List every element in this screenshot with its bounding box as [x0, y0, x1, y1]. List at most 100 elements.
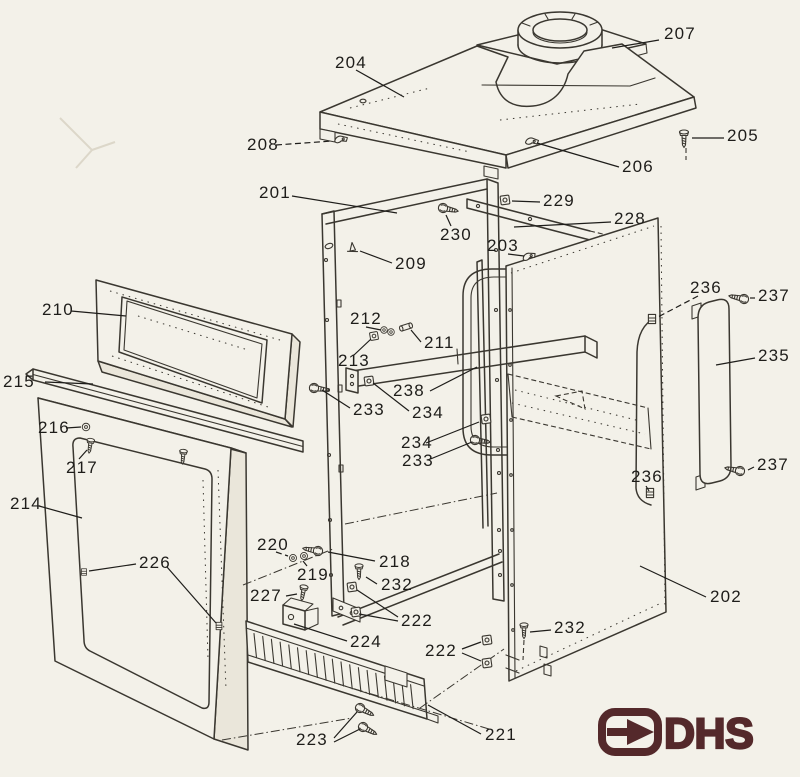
- part-number-text: 222: [401, 611, 433, 630]
- leader-line: [70, 310, 127, 317]
- leader-line: [355, 69, 405, 98]
- part-inner-shelf: [507, 373, 652, 450]
- washer-212b-washer-icon: [387, 328, 395, 336]
- louvre-slat: [296, 647, 301, 673]
- part-label-205: 205: [692, 126, 759, 145]
- part-label-222: 222: [425, 641, 482, 662]
- part-214-front-door: [37, 397, 249, 751]
- part-224-bracket: [282, 597, 319, 631]
- part-number-text: 221: [485, 725, 517, 744]
- part-number-text: 220: [257, 535, 289, 554]
- part-204-top-panel: [319, 43, 697, 180]
- part-number-text: 234: [401, 433, 433, 452]
- leader-line: [425, 421, 480, 444]
- part-label-209: 209: [359, 250, 427, 273]
- part-label-219: 219: [297, 560, 329, 584]
- leader-line: [429, 366, 478, 392]
- part-label-210: 210: [42, 300, 127, 319]
- leader-line: [293, 623, 348, 642]
- part-number-text: 214: [10, 494, 42, 513]
- flue-collar: [517, 11, 603, 64]
- clip-209-flag-clip-icon: [346, 241, 359, 253]
- bar-end-cap: [345, 367, 359, 394]
- part-number-text: 217: [66, 458, 98, 477]
- louvre-slat: [262, 635, 266, 661]
- nut-222b-square-nut-icon: [350, 606, 362, 618]
- part-number-text: 236: [690, 278, 722, 297]
- panel-top-face: [319, 43, 695, 156]
- leader-line: [611, 39, 660, 49]
- leader-line: [645, 485, 650, 492]
- part-number-text: 216: [38, 418, 70, 437]
- leader-line: [511, 200, 541, 203]
- louvre-slat: [410, 684, 414, 710]
- part-label-236: 236: [631, 467, 662, 492]
- part-number-text: 210: [42, 300, 74, 319]
- louvre-slat: [340, 661, 345, 687]
- part-label-233: 233: [321, 389, 384, 419]
- panel-right-face: [505, 96, 697, 169]
- part-number-text: 201: [259, 183, 291, 202]
- part-label-201: 201: [259, 183, 398, 214]
- leader-line: [715, 357, 756, 366]
- leader-line: [359, 250, 393, 264]
- part-number-text: 209: [395, 254, 427, 273]
- part-202-side-panel: [505, 217, 667, 682]
- part-210-control-bezel: [95, 279, 301, 428]
- part-number-text: 234: [412, 403, 444, 422]
- part-label-232: 232: [529, 618, 586, 637]
- part-label-213: 213: [338, 338, 372, 370]
- leader-line: [291, 195, 398, 214]
- louvre-slat: [305, 650, 310, 676]
- clip-208-wing-clip-icon: [333, 134, 349, 144]
- logo-arrow-icon: [607, 719, 654, 745]
- part-number-text: 203: [487, 236, 519, 255]
- leader-line: [461, 652, 482, 662]
- part-label-234: 234: [401, 421, 480, 452]
- leader-line: [365, 576, 378, 585]
- bezel-face: [95, 279, 293, 420]
- clip-236b-u-clip-icon: [645, 487, 655, 499]
- leader-line: [372, 382, 410, 412]
- washer-216-washer-icon: [81, 422, 91, 432]
- screw-223a-screw-h-icon: [353, 701, 377, 720]
- leader-line: [461, 641, 482, 650]
- clip-236a-u-clip-icon: [647, 313, 657, 325]
- leader-line: [445, 214, 452, 227]
- louvre-slat: [331, 658, 336, 684]
- louvre-slat: [323, 655, 327, 681]
- part-label-230: 230: [440, 214, 471, 244]
- leader-line: [358, 613, 399, 622]
- right-post: [486, 178, 505, 602]
- louvre-slat: [270, 638, 275, 664]
- part-number-text: 237: [758, 286, 790, 305]
- leader-line: [166, 566, 217, 624]
- part-number-text: 232: [554, 618, 586, 637]
- panel-face: [505, 217, 667, 682]
- part-number-text: 215: [3, 372, 35, 391]
- leader-line: [507, 253, 525, 257]
- part-label-236: 236: [655, 278, 722, 319]
- leader-line: [536, 142, 620, 168]
- logo-rounded-rect: [598, 708, 662, 756]
- part-label-227: 227: [250, 586, 298, 605]
- washer-220-washer-icon: [289, 554, 297, 562]
- nut-222c-square-nut-icon: [481, 634, 493, 646]
- louvre-slat: [357, 667, 362, 693]
- leader-line: [356, 589, 399, 618]
- part-number-text: 205: [727, 126, 759, 145]
- leader-line: [365, 326, 382, 331]
- part-label-232: 232: [365, 575, 412, 594]
- part-number-text: 222: [425, 641, 457, 660]
- part-label-211: 211: [410, 329, 454, 352]
- part-number-text: 208: [247, 135, 279, 154]
- door-face: [37, 397, 232, 740]
- chamber-profile-outer: [462, 268, 520, 456]
- part-number-text: 219: [297, 565, 329, 584]
- louvre-slat: [366, 669, 371, 696]
- part-label-226: 226: [88, 553, 217, 624]
- leader-line: [333, 728, 361, 743]
- leader-line: [78, 449, 88, 460]
- part-238-cross-bar: [345, 335, 598, 394]
